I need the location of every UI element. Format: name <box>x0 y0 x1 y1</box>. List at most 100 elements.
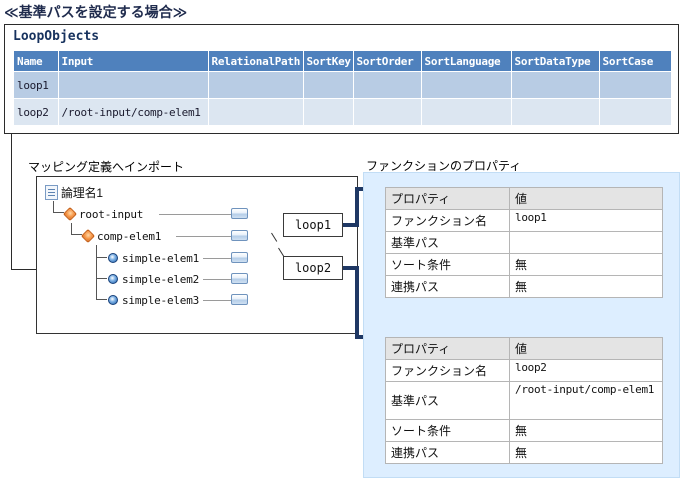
loop1-connector-tip <box>355 187 367 191</box>
connector-line <box>176 236 231 237</box>
column-header-relationalpath[interactable]: RelationalPath <box>208 51 304 72</box>
cell-relationalpath[interactable] <box>208 98 304 126</box>
loop2-connector-vertical <box>355 266 359 339</box>
connector-line <box>203 279 231 280</box>
connector-line <box>159 214 231 215</box>
tree-trunk-line <box>96 245 97 299</box>
cell-name[interactable]: loop2 <box>14 98 59 126</box>
table-row[interactable]: ソート条件 無 <box>385 419 663 442</box>
cell-property-key: ファンクション名 <box>385 359 510 382</box>
simple-node-icon <box>108 274 118 284</box>
tree-node-comp-elem1[interactable]: comp-elem1 <box>80 227 162 245</box>
table-row[interactable]: 基準パス <box>385 231 663 254</box>
cell-property-key: 基準パス <box>385 381 510 420</box>
connector-plate-icon[interactable] <box>231 273 248 284</box>
value-text: loop1 <box>515 211 547 224</box>
cell-property-key: 連携パス <box>385 275 510 298</box>
document-icon <box>45 184 58 200</box>
cell-sortorder[interactable] <box>353 71 422 99</box>
column-header-name[interactable]: Name <box>14 51 59 72</box>
connector-plate-icon[interactable] <box>231 230 248 241</box>
cell-sortdatatype[interactable] <box>511 71 600 99</box>
column-header-sortorder[interactable]: SortOrder <box>353 51 422 72</box>
feedback-arrow-vertical <box>11 134 12 269</box>
column-header-sortlanguage[interactable]: SortLanguage <box>421 51 512 72</box>
tree-node-simple-elem1[interactable]: simple-elem1 <box>108 249 199 267</box>
cell-property-key: 連携パス <box>385 441 510 464</box>
tree-node-label: 論理名1 <box>61 185 103 200</box>
connector-plate-icon[interactable] <box>231 294 248 305</box>
column-header-sortkey[interactable]: SortKey <box>303 51 354 72</box>
column-header-value: 値 <box>509 187 663 210</box>
table-row[interactable]: ソート条件 無 <box>385 253 663 276</box>
tree-node-label: comp-elem1 <box>97 229 162 243</box>
callout-loop2[interactable]: loop2 <box>283 256 343 280</box>
tree-node-label: simple-elem2 <box>122 272 200 286</box>
column-header-property: プロパティ <box>385 337 510 360</box>
loop2-connector-horizontal <box>343 266 359 270</box>
cell-sortcase[interactable] <box>599 71 672 99</box>
connector-plate-icon[interactable] <box>231 252 248 263</box>
feedback-arrow-horizontal <box>11 269 45 270</box>
tree-branch-line <box>96 299 107 300</box>
column-header-sortdatatype[interactable]: SortDataType <box>511 51 600 72</box>
table-row[interactable]: 連携パス 無 <box>385 441 663 464</box>
tree-node-label: simple-elem1 <box>122 251 200 265</box>
tree-elbow-icon <box>71 223 82 235</box>
cell-input[interactable] <box>58 71 209 99</box>
table-row[interactable]: 基準パス /root-input/comp-elem1 <box>385 381 663 420</box>
cell-input[interactable]: /root-input/comp-elem1 <box>58 98 209 126</box>
cell-property-value[interactable]: 無 <box>509 441 663 464</box>
cell-sortlanguage[interactable] <box>421 71 512 99</box>
cell-sortcase[interactable] <box>599 98 672 126</box>
table-row[interactable]: ファンクション名 loop1 <box>385 209 663 232</box>
mapping-tree-box: 論理名1 root-input comp-elem1 simple-elem1 … <box>36 176 358 334</box>
tree-branch-line <box>96 278 107 279</box>
cell-property-key: ソート条件 <box>385 253 510 276</box>
cell-sortkey[interactable] <box>303 98 354 126</box>
tree-node-root[interactable]: 論理名1 <box>45 183 103 201</box>
cell-property-value[interactable]: loop2 <box>509 359 663 382</box>
cell-sortorder[interactable] <box>353 98 422 126</box>
properties-table-loop1: プロパティ 値 ファンクション名 loop1 基準パス ソート条件 無 連携パス… <box>385 187 663 298</box>
table-row[interactable]: 連携パス 無 <box>385 275 663 298</box>
simple-node-icon <box>108 295 118 305</box>
page-title: ≪基準パスを設定する場合≫ <box>4 4 188 20</box>
table-row[interactable]: loop2 /root-input/comp-elem1 <box>14 98 672 126</box>
cell-sortlanguage[interactable] <box>421 98 512 126</box>
column-header-input[interactable]: Input <box>58 51 209 72</box>
cell-property-value[interactable]: 無 <box>509 253 663 276</box>
cell-relationalpath[interactable] <box>208 71 304 99</box>
column-header-sortcase[interactable]: SortCase <box>599 51 672 72</box>
tree-elbow-icon <box>53 201 64 213</box>
loop2-connector-tip <box>355 335 367 339</box>
cell-property-value[interactable]: loop1 <box>509 209 663 232</box>
value-text: loop2 <box>515 361 547 374</box>
cell-property-value[interactable]: /root-input/comp-elem1 <box>509 381 663 420</box>
table-row[interactable]: ファンクション名 loop2 <box>385 359 663 382</box>
properties-table-loop2: プロパティ 値 ファンクション名 loop2 基準パス /root-input/… <box>385 337 663 464</box>
tree-node-simple-elem2[interactable]: simple-elem2 <box>108 270 199 288</box>
tree-node-simple-elem3[interactable]: simple-elem3 <box>108 291 199 309</box>
table-header-row: Name Input RelationalPath SortKey SortOr… <box>14 51 672 72</box>
tree-node-root-input[interactable]: root-input <box>62 205 143 223</box>
cell-property-key: ファンクション名 <box>385 209 510 232</box>
cell-name[interactable]: loop1 <box>14 71 59 99</box>
cell-property-key: 基準パス <box>385 231 510 254</box>
callout-label: loop2 <box>294 261 332 275</box>
cell-sortkey[interactable] <box>303 71 354 99</box>
cell-property-value[interactable]: 無 <box>509 419 663 442</box>
loop-objects-panel: LoopObjects Name Input RelationalPath So… <box>4 24 679 134</box>
table-row[interactable]: loop1 <box>14 71 672 99</box>
cell-property-value[interactable] <box>509 231 663 254</box>
value-text: /root-input/comp-elem1 <box>515 383 655 396</box>
callout-loop1[interactable]: loop1 <box>283 213 343 237</box>
simple-node-icon <box>108 253 118 263</box>
connector-plate-icon[interactable] <box>231 208 248 219</box>
loop-objects-caption: LoopObjects <box>13 29 100 44</box>
cell-property-value[interactable]: 無 <box>509 275 663 298</box>
cell-property-key: ソート条件 <box>385 419 510 442</box>
connector-line <box>203 300 231 301</box>
table-header-row: プロパティ 値 <box>385 187 663 210</box>
cell-sortdatatype[interactable] <box>511 98 600 126</box>
